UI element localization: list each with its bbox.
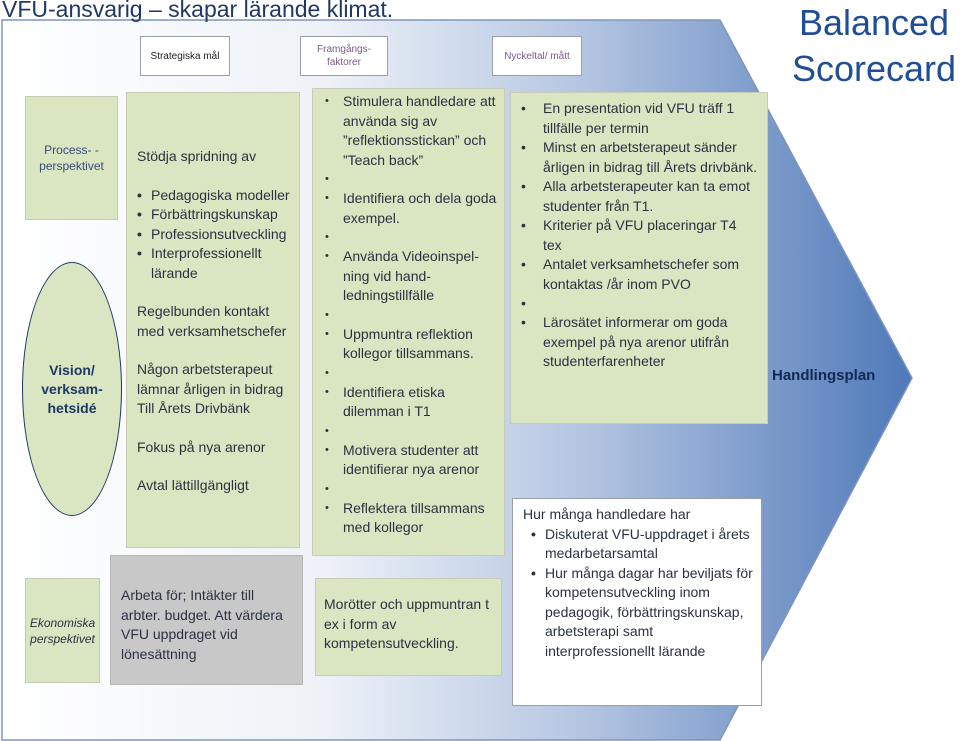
economic-perspective: Ekonomiska perspektivet	[25, 578, 100, 683]
economic-kpi-box: Hur många handledare har Diskuterat VFU-…	[512, 498, 762, 706]
corner-title: Balanced Scorecard	[791, 2, 957, 89]
factor-item: Identifiera och dela goda exempel.	[317, 189, 498, 228]
kpi-item: Lärosätet informerar om goda exempel på …	[517, 313, 759, 372]
kpi-box: En presentation vid VFU träff 1 tillfäll…	[510, 92, 768, 424]
process-perspective: Process- - perspektivet	[25, 96, 118, 220]
page-title: VFU-ansvarig – skapar lärande klimat.	[2, 0, 394, 22]
goal-agreement: Avtal lättillgängligt	[137, 477, 249, 493]
factors-list: Stimulera handledare att använda sig av …	[317, 92, 498, 538]
header-strategic-goals: Strategiska mål	[140, 36, 230, 76]
factor-item: Uppmuntra reflektion kollegor tillsamman…	[317, 325, 498, 364]
kpi-item: En presentation vid VFU träff 1 tillfäll…	[517, 99, 759, 138]
kpi-item: Kriterier på VFU placeringar T4 tex	[517, 216, 759, 255]
goal-award: Någon arbetsterapeut lämnar årligen in b…	[137, 361, 284, 416]
econ-kpi-item: Hur många dagar har beviljats för kompet…	[531, 564, 755, 662]
goal-bullet: Interprofessionellt lärande	[137, 244, 295, 283]
kpi-list: En presentation vid VFU träff 1 tillfäll…	[517, 99, 759, 372]
goals-heading: Stödja spridning av	[137, 148, 257, 164]
kpi-item: Minst en arbetsterapeut sänder årligen i…	[517, 138, 759, 177]
factor-item: Stimulera handledare att använda sig av …	[317, 92, 498, 170]
goal-bullet: Professionsutveckling	[137, 225, 295, 245]
econ-kpi-heading: Hur många handledare har	[523, 506, 691, 522]
econ-kpi-list: Diskuterat VFU-uppdraget i årets medarbe…	[531, 525, 755, 662]
goal-bullet: Pedagogiska modeller	[137, 186, 295, 206]
factor-item: Identifiera etiska dilemman i T1	[317, 383, 498, 422]
goal-bullet: Förbättringskunskap	[137, 205, 295, 225]
action-plan-label: Handlingsplan	[772, 367, 876, 384]
econ-kpi-item: Diskuterat VFU-uppdraget i årets medarbe…	[531, 525, 755, 564]
factor-item: Använda Videoinspel-ning vid hand-lednin…	[317, 247, 498, 306]
vision-label: Vision/ verksam-hetsidé	[41, 361, 103, 416]
vision-ellipse: Vision/ verksam-hetsidé	[22, 262, 122, 516]
economic-goal-box: Arbeta för; Intäkter till arbter. budget…	[110, 555, 303, 685]
goals-bullets: Pedagogiska modeller Förbättringskunskap…	[137, 186, 295, 284]
header-kpi: Nyckeltal/ mått	[492, 36, 582, 76]
kpi-item: Antalet verksamhetschefer som kontaktas …	[517, 255, 759, 294]
kpi-item: Alla arbetsterapeuter kan ta emot studen…	[517, 177, 759, 216]
success-factors-box: Stimulera handledare att använda sig av …	[312, 88, 505, 556]
goal-arenas: Fokus på nya arenor	[137, 438, 266, 455]
goal-contact: Regelbunden kontakt med verksamhetschefe…	[137, 303, 287, 339]
strategic-goals-box: Stödja spridning av Pedagogiska modeller…	[126, 92, 300, 548]
factor-item: Reflektera tillsammans med kollegor	[317, 499, 498, 538]
header-success-factors: Framgångs-faktorer	[300, 36, 388, 76]
factor-item: Motivera studenter att identifierar nya …	[317, 441, 498, 480]
economic-factor-box: Morötter och uppmuntran t ex i form av k…	[315, 578, 502, 676]
